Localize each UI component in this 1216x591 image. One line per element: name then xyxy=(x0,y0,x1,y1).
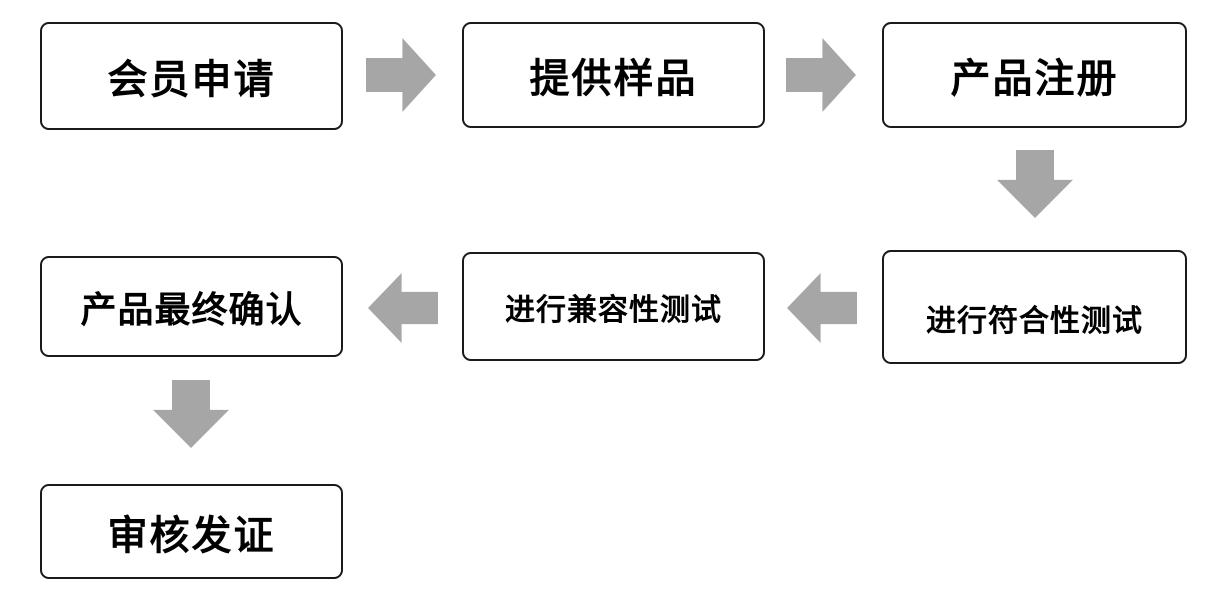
step-compatibility-testing: 进行兼容性测试 xyxy=(462,252,765,361)
step-label: 进行兼容性测试 xyxy=(505,292,722,328)
arrow-down-icon xyxy=(153,380,229,448)
step-product-registration: 产品注册 xyxy=(882,22,1187,128)
step-label: 会员申请 xyxy=(107,57,276,103)
step-label: 审核发证 xyxy=(107,512,276,559)
step-label: 产品最终确认 xyxy=(80,289,303,331)
step-label: 提供样品 xyxy=(529,56,698,102)
arrow-right-icon xyxy=(786,38,856,112)
step-final-confirmation: 产品最终确认 xyxy=(40,256,343,357)
step-review-certification: 审核发证 xyxy=(40,484,343,579)
step-label: 进行符合性测试 xyxy=(926,304,1143,339)
arrow-down-icon xyxy=(997,150,1073,218)
arrow-right-icon xyxy=(366,38,436,112)
step-label: 产品注册 xyxy=(950,56,1119,102)
arrow-left-icon xyxy=(787,273,857,343)
step-member-application: 会员申请 xyxy=(40,22,343,130)
step-provide-samples: 提供样品 xyxy=(462,22,765,128)
arrow-left-icon xyxy=(368,273,438,343)
step-conformance-testing: 进行符合性测试 xyxy=(882,250,1187,364)
